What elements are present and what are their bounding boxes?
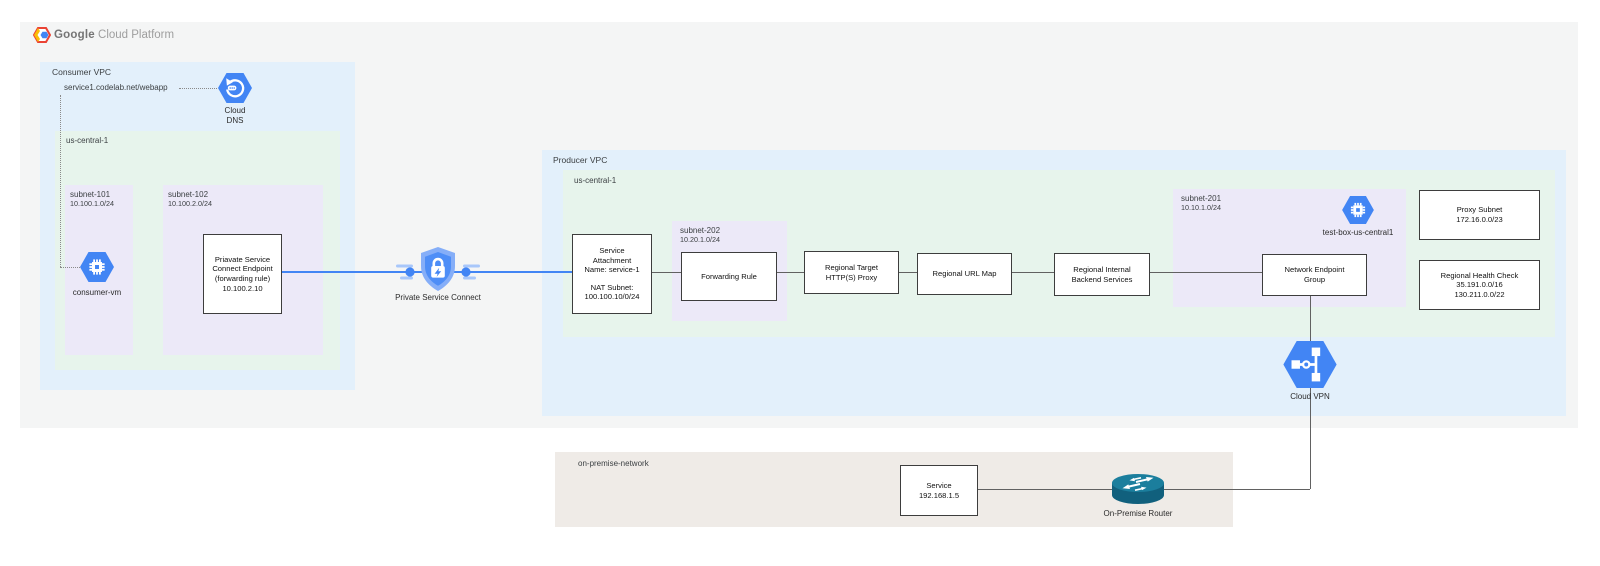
test-box-vm-icon [1342, 196, 1374, 229]
subnet-202-cidr: 10.20.1.0/24 [680, 235, 720, 244]
subnet-201-name: subnet-201 [1181, 194, 1222, 203]
subnet-102-name: subnet-102 [168, 190, 209, 199]
consumer-vm-label: consumer-vm [72, 288, 122, 297]
cloud-dns-label: Cloud DNS [224, 106, 246, 125]
subnet-202-name: subnet-202 [680, 226, 721, 235]
dns-dotted-line-to-vm [60, 267, 80, 268]
logo-brand: Google [54, 29, 95, 41]
on-premise-router-icon [1110, 471, 1166, 512]
regional-target-proxy-node: Regional Target HTTP(S) Proxy [804, 251, 899, 294]
connector-neg-vpn-vertical [1310, 294, 1311, 489]
connector-attachment-forwarding [650, 272, 681, 273]
on-premise-network-title: on-premise-network [578, 459, 649, 468]
google-cloud-platform-logo-icon [32, 27, 52, 48]
proxy-subnet-node: Proxy Subnet 172.16.0.0/23 [1419, 190, 1540, 240]
private-service-connect-icon [395, 245, 481, 300]
cloud-vpn-label: Cloud VPN [1290, 392, 1330, 401]
connector-urlmap-backend [1010, 272, 1054, 273]
on-premise-router-label: On-Premise Router [1103, 509, 1173, 518]
psc-endpoint-node: Priavate Service Connect Endpoint (forwa… [203, 234, 282, 314]
cloud-vpn-icon [1283, 341, 1337, 393]
subnet-201-cidr: 10.10.1.0/24 [1181, 203, 1221, 212]
consumer-vm-icon [80, 252, 114, 287]
subnet-102-cidr: 10.100.2.0/24 [168, 199, 212, 208]
consumer-region-title: us-central-1 [66, 136, 109, 145]
consumer-vpc-title: Consumer VPC [52, 67, 112, 77]
test-box-vm-label: test-box-us-central1 [1322, 228, 1394, 237]
cloud-dns-icon [218, 73, 252, 108]
regional-internal-backend-services-node: Regional Internal Backend Services [1054, 253, 1150, 296]
logo-product: Cloud Platform [98, 29, 175, 41]
regional-health-check-node: Regional Health Check 35.191.0.0/16 130.… [1419, 260, 1540, 310]
service-attachment-node: Service Attachment Name: service-1 NAT S… [572, 234, 652, 314]
network-endpoint-group-node: Network Endpoint Group [1262, 254, 1367, 296]
connector-backend-neg [1148, 272, 1262, 273]
subnet-101-name: subnet-101 [70, 190, 111, 199]
producer-vpc-title: Producer VPC [553, 155, 608, 165]
connector-forwarding-proxy [775, 272, 804, 273]
forwarding-rule-node: Forwarding Rule [681, 252, 777, 301]
logo-wordmark: Google Cloud Platform [54, 29, 174, 41]
connector-proxy-urlmap [897, 272, 917, 273]
regional-url-map-node: Regional URL Map [917, 253, 1012, 295]
dns-dotted-line-vertical [60, 95, 61, 267]
dns-record-label: service1.codelab.net/webapp [64, 83, 168, 92]
on-premise-service-node: Service 192.168.1.5 [900, 465, 978, 516]
private-service-connect-label: Private Service Connect [395, 293, 481, 302]
producer-region-title: us-central-1 [574, 176, 617, 185]
subnet-101-cidr: 10.100.1.0/24 [70, 199, 114, 208]
dns-dotted-line-horizontal [179, 88, 217, 89]
